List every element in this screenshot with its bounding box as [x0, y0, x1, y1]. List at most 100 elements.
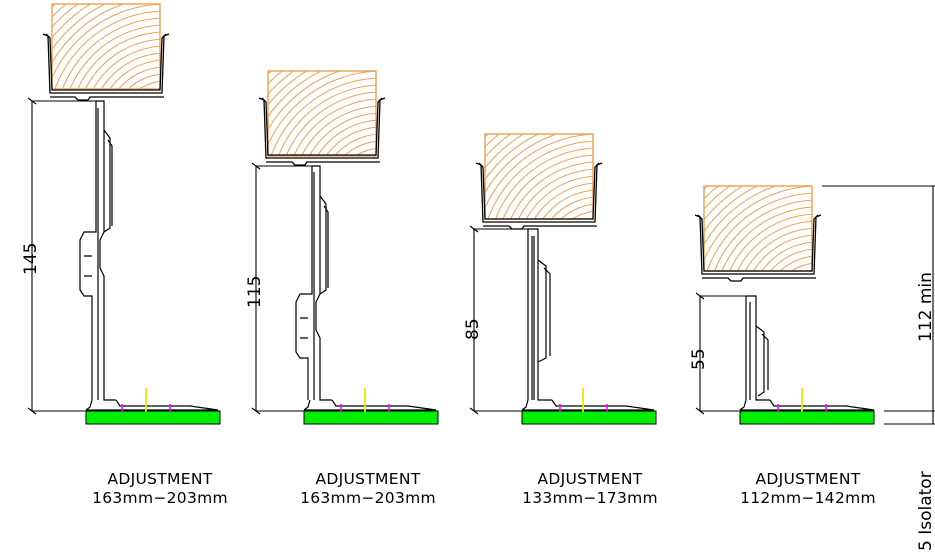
wood-grain-ring: [139, 102, 193, 156]
right-dimension-label: 112 min: [916, 272, 935, 342]
wood-grain-ring: [270, 77, 376, 156]
joist-hanger-4: [694, 214, 822, 282]
wood-grain-ring: [277, 84, 376, 156]
wood-grain-ring: [637, 130, 935, 492]
isolator-pad-3: [521, 410, 657, 425]
wood-grain-ring: [485, 134, 490, 138]
caption-line1-4: ADJUSTMENT: [756, 470, 861, 488]
wood-grain-ring: [268, 71, 295, 95]
wood-grain-ring: [362, 176, 402, 216]
caption-line1-2: ADJUSTMENT: [316, 470, 421, 488]
pedestal-post-2: [295, 165, 332, 401]
assembly-4: 55 ADJUSTMENT 112mm−142mm: [630, 123, 935, 507]
caption-line2-4: 112mm−142mm: [740, 489, 876, 507]
wood-grain-ring: [308, 112, 376, 156]
wood-grain-ring: [779, 255, 812, 271]
right-dimension-lines: [822, 185, 935, 425]
wood-grain-ring: [485, 134, 500, 148]
wood-grain-ring: [630, 123, 935, 499]
isolator-pad-1: [85, 410, 221, 425]
dimension-label-1: 145: [21, 243, 41, 275]
isolator-pad-4: [739, 410, 875, 425]
caption-line2-2: 163mm−203mm: [300, 489, 436, 507]
wood-grain-ring: [201, 15, 563, 377]
wood-grain-ring: [798, 291, 838, 331]
wood-grain-ring: [84, 38, 160, 89]
timber-joist-1: [0, 0, 340, 303]
dimension-label-4: 55: [689, 348, 709, 370]
wood-grain-ring: [132, 95, 200, 163]
wood-grain-ring: [704, 186, 759, 233]
timber-joist-3: [418, 78, 780, 440]
wood-grain-ring: [117, 66, 160, 89]
wood-grain-ring: [761, 241, 812, 271]
wood-grain-ring: [316, 119, 376, 156]
wood-grain-ring: [0, 0, 340, 303]
wood-grain-ring: [721, 206, 812, 271]
joist-hanger-1: [42, 33, 170, 101]
wood-grain-ring: [54, 10, 160, 89]
wood-grain-ring: [485, 134, 593, 209]
caption-line1-1: ADJUSTMENT: [108, 470, 213, 488]
pedestal-post-1: [79, 100, 116, 401]
joist-hanger-3: [475, 162, 603, 230]
timber-joist-2: [194, 8, 570, 384]
right-dimension-group: 112 min 5 Isolator: [822, 185, 935, 551]
wood-grain-ring: [487, 140, 593, 219]
caption-line1-3: ADJUSTMENT: [538, 470, 643, 488]
wood-grain-ring: [806, 269, 812, 271]
wood-grain-ring: [769, 248, 812, 271]
wood-grain-ring: [348, 162, 416, 230]
wood-grain-ring: [565, 225, 633, 293]
assembly-3: 85 ADJUSTMENT 133mm−173mm: [418, 78, 780, 507]
wood-grain-ring: [138, 80, 160, 89]
wood-grain-ring: [704, 186, 709, 190]
dimension-label-2: 115: [245, 276, 265, 308]
wood-grain-ring: [706, 192, 812, 271]
wood-grain-ring: [587, 217, 593, 219]
dimension-line-1: [27, 97, 96, 415]
wood-grain-ring: [752, 234, 812, 271]
wood-grain-ring: [268, 71, 283, 85]
wood-grain-ring: [61, 17, 160, 89]
assembly-2: 115 ADJUSTMENT 163mm−203mm: [194, 8, 570, 507]
wood-grain-ring: [425, 85, 773, 433]
wood-grain-ring: [194, 8, 570, 384]
wood-grain-ring: [109, 59, 160, 89]
wood-grain-ring: [418, 78, 780, 440]
wood-grain-ring: [154, 87, 160, 89]
base-plate-1: [85, 399, 219, 411]
wood-grain-ring: [146, 109, 186, 149]
wood-grain-ring: [517, 168, 593, 219]
wood-grain-ring: [92, 45, 160, 89]
wood-grain-ring: [52, 4, 79, 28]
wood-grain-ring: [370, 154, 376, 156]
wood-grain-ring: [52, 4, 126, 64]
right-isolator-label: 5 Isolator: [916, 471, 935, 551]
caption-line2-1: 163mm−203mm: [92, 489, 228, 507]
wood-grain-ring: [542, 189, 593, 219]
wood-grain-ring: [100, 52, 160, 89]
wood-grain-ring: [355, 169, 409, 223]
base-plate-4: [739, 399, 875, 411]
wood-grain-ring: [572, 232, 626, 286]
caption-line2-3: 133mm−173mm: [522, 489, 658, 507]
wood-grain-ring: [736, 220, 812, 271]
wood-grain-ring: [704, 186, 778, 246]
wood-grain-ring: [510, 161, 593, 219]
wood-grain-ring: [52, 4, 67, 18]
wood-grain-ring: [208, 22, 556, 370]
base-plate-3: [521, 399, 655, 411]
wood-grain-ring: [525, 175, 593, 219]
pedestal-post-3: [527, 228, 552, 401]
wood-grain-ring: [502, 154, 593, 219]
wood-grain-ring: [69, 24, 160, 89]
wood-grain-ring: [579, 239, 619, 279]
dimension-label-3: 85: [463, 318, 483, 340]
wood-grain-ring: [268, 71, 376, 146]
wood-grain-ring: [300, 105, 376, 156]
timber-joist-4: [630, 123, 935, 499]
joist-hanger-2: [258, 97, 386, 166]
